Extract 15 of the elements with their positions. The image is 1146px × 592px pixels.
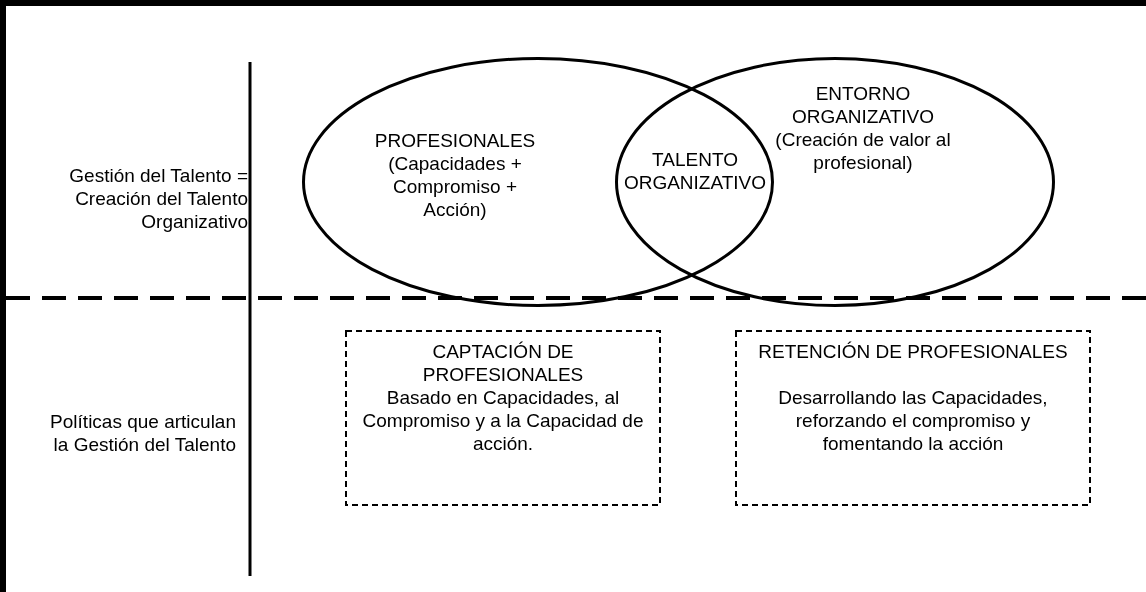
intersection-label: TALENTO ORGANIZATIVO [622, 148, 768, 194]
node-heading: CAPTACIÓN DE PROFESIONALES [421, 340, 585, 386]
policy-box [345, 330, 661, 506]
venn-circle [302, 57, 774, 307]
row-label: Gestión del Talento = Creación del Talento Organizativo [68, 164, 248, 233]
row-label: Políticas que articulan la Gestión del Talento [49, 410, 236, 456]
policy-box [735, 330, 1091, 506]
node-heading: RETENCIÓN DE PROFESIONALES [757, 340, 1069, 363]
node-description: (Creación de valor al profesional) [774, 128, 952, 174]
node-heading: PROFESIONALES [373, 129, 537, 152]
node-heading: ENTORNO ORGANIZATIVO [790, 82, 936, 128]
node-description: Basado en Capacidades, al Compromiso y a la Capacidad de acción. [361, 386, 645, 455]
venn-circle [615, 57, 1055, 307]
node-description: (Capacidades + Compromiso + Acción) [387, 152, 523, 221]
node-description: Desarrollando las Capacidades, reforzando el compromiso y fomentando la acción [777, 386, 1049, 455]
